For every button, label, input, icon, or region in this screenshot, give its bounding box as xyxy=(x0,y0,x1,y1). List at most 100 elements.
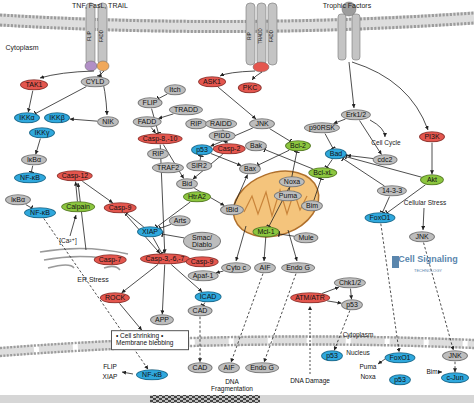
protein-node: JNK xyxy=(409,231,435,242)
annotation-label: RIP xyxy=(248,32,253,40)
node-text: Bad xyxy=(330,150,342,157)
inhibition-line xyxy=(270,129,291,142)
protein-node: cdc2 xyxy=(373,154,398,165)
annotation-label: ER Stress xyxy=(77,276,109,283)
node-text: Mule xyxy=(298,234,313,241)
protein-node: Bak xyxy=(245,140,267,151)
node-text: Endo G xyxy=(250,364,274,371)
node-text: Bax xyxy=(244,165,256,172)
protein-node: Bax xyxy=(239,163,261,174)
node-text: Bcl-xL xyxy=(313,169,332,176)
activation-arrow xyxy=(432,143,433,175)
protein-node: AIF xyxy=(254,262,276,273)
activation-arrow xyxy=(162,265,164,315)
protein-node: p53 xyxy=(389,374,411,385)
protein-node: NF-κB xyxy=(14,172,46,183)
node-text: Endo G xyxy=(286,264,310,271)
protein-node: Casp-3,-6,-7 xyxy=(140,253,190,264)
node-text: Smac/ Diablo xyxy=(188,234,216,249)
node-text: JNK xyxy=(448,352,461,359)
annotation-label: Puma xyxy=(360,364,377,371)
node-text: Erk1/2 xyxy=(346,111,366,118)
protein-node: Chk1/2 xyxy=(334,277,366,288)
node-text: Akt xyxy=(427,176,437,183)
inhibition-line xyxy=(265,149,313,168)
death-receptor xyxy=(85,3,109,71)
inhibition-line xyxy=(346,157,422,177)
trophic-receptor xyxy=(338,2,360,60)
node-text: Apaf-1 xyxy=(193,272,214,279)
outcome-box: • Cell shrinking • Membrane blebbing xyxy=(111,330,189,350)
node-text: HtrA2 xyxy=(188,193,206,200)
annotation-label: Cell Cycle xyxy=(371,140,400,147)
node-text: FoxO1 xyxy=(369,214,390,221)
node-text: Casp-9 xyxy=(109,204,132,211)
activation-arrow xyxy=(381,224,399,353)
node-text: Bid xyxy=(182,180,192,187)
node-text: tBid xyxy=(226,206,238,213)
node-text: Casp-9 xyxy=(191,258,214,265)
activation-arrow xyxy=(120,303,142,330)
node-text: SIR2 xyxy=(191,162,207,169)
inhibition-line xyxy=(314,179,321,201)
protein-node: IKKβ xyxy=(44,112,70,123)
activation-arrow xyxy=(36,139,41,155)
inhibition-line xyxy=(35,87,86,114)
annotation-label: Noxa xyxy=(360,374,375,381)
protein-node: TRADD xyxy=(169,104,203,115)
protein-node: NIK xyxy=(97,116,119,127)
activation-arrow xyxy=(158,114,173,119)
node-text: RAIDD xyxy=(210,120,232,127)
inhibition-line xyxy=(158,94,167,99)
activation-arrow xyxy=(334,311,350,351)
annotation-label: Bim xyxy=(426,369,437,376)
protein-node: Bid xyxy=(176,178,198,189)
protein-node: ASK1 xyxy=(198,76,226,87)
protein-node: Calpain xyxy=(61,201,95,212)
node-text: cdc2 xyxy=(378,156,393,163)
node-text: AIF xyxy=(224,364,235,371)
inhibition-line xyxy=(153,238,162,254)
protein-node: FoxO1 xyxy=(364,212,395,223)
protein-node: CAD xyxy=(188,362,213,373)
node-text: TRAF2 xyxy=(157,164,179,171)
inhibition-line xyxy=(127,213,144,227)
node-text: ATM/ATR xyxy=(295,294,325,301)
protein-node: IκBα xyxy=(5,194,31,205)
activation-arrow xyxy=(322,287,339,293)
node-text: c-Jun xyxy=(446,374,463,381)
protein-node: Bcl-xL xyxy=(308,167,337,178)
node-text: JNK xyxy=(255,120,268,127)
node-text: ICAD xyxy=(200,293,217,300)
node-text: Bcl-2 xyxy=(290,142,306,149)
protein-node: APP xyxy=(150,314,174,325)
activation-arrow xyxy=(122,264,158,292)
protein-node: Apaf-1 xyxy=(188,270,219,281)
node-text: Puma xyxy=(279,192,297,199)
annotation-label: FADD xyxy=(100,30,105,42)
protein-node: ATM/ATR xyxy=(290,292,330,303)
protein-node: RIP xyxy=(147,148,169,159)
annotation-label: [Ca²⁺] xyxy=(59,238,77,245)
protein-node: PIDD xyxy=(209,130,236,141)
protein-node: Casp-9 xyxy=(104,202,137,213)
protein-node: Endo G xyxy=(245,362,279,373)
annotation-label: TRADD xyxy=(259,28,264,44)
inhibition-line xyxy=(327,159,333,167)
node-text: FLIP xyxy=(143,99,158,106)
endoplasmic-reticulum xyxy=(40,248,128,270)
annotation-label: Cell Signaling xyxy=(398,255,458,264)
annotation-label: Trophic Factors xyxy=(323,2,371,9)
node-text: RIP xyxy=(152,150,164,157)
protein-node: NF-κB xyxy=(24,207,56,218)
node-text: FoxO1 xyxy=(389,354,410,361)
node-text: Casp-3,-6,-7 xyxy=(146,255,185,262)
node-text: Casp-12 xyxy=(62,172,88,179)
protein-node: PKC xyxy=(238,82,262,93)
node-text: PKC xyxy=(243,84,257,91)
protein-node: FLIP xyxy=(138,97,163,108)
node-text: IKKβ xyxy=(49,114,64,121)
annotation-label: DNA Damage xyxy=(290,378,330,385)
node-text: CAD xyxy=(193,364,208,371)
protein-node: Casp-7 xyxy=(94,254,127,265)
